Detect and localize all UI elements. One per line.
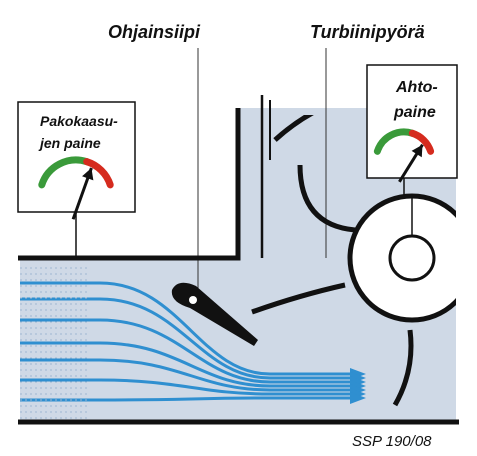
flow-line	[20, 318, 350, 384]
boost-pressure-label-2: paine	[393, 104, 436, 121]
turbine-outer-arc	[273, 115, 401, 142]
pressure-gauge-icon	[373, 128, 435, 183]
boost-pressure-box	[366, 64, 458, 179]
guide-vane-pivot	[189, 296, 197, 304]
housing-top-wall	[18, 108, 241, 261]
housing-background	[20, 108, 456, 422]
guide-vane-label: Ohjainsiipi	[108, 22, 201, 42]
gauge-arc	[38, 156, 91, 189]
flow-line	[20, 297, 350, 380]
gauge-arc	[408, 129, 435, 155]
turbine-vane-left	[251, 282, 346, 315]
turbine-wheel-label: Turbiinipyörä	[310, 22, 425, 42]
flow-line	[20, 281, 350, 376]
exhaust-pressure-label-1: Pakokaasu-	[40, 113, 118, 129]
gauge-needle-head	[82, 167, 94, 181]
gauge-arc	[373, 128, 416, 155]
exhaust-pressure-label-2: jen paine	[38, 135, 101, 151]
flow-line	[20, 358, 350, 392]
flow-line	[20, 341, 350, 388]
turbine-wheel-icon	[251, 115, 456, 407]
reference-caption: SSP 190/08	[352, 433, 432, 450]
boost-pressure-label-1: Ahto-	[395, 79, 438, 96]
gauge-needle-head	[411, 144, 423, 158]
turbine-hub-ring	[388, 234, 436, 282]
gauge-arc	[83, 158, 114, 189]
flow-arrowhead	[350, 392, 366, 404]
pressure-gauge-icon	[38, 156, 114, 220]
flow-line	[20, 378, 350, 396]
turbine-vane-right	[453, 224, 456, 260]
turbine-vane-upper	[297, 164, 356, 233]
flow-line	[20, 396, 350, 402]
flow-arrow-icon	[20, 267, 366, 419]
turbine-vane-lower	[392, 329, 414, 407]
